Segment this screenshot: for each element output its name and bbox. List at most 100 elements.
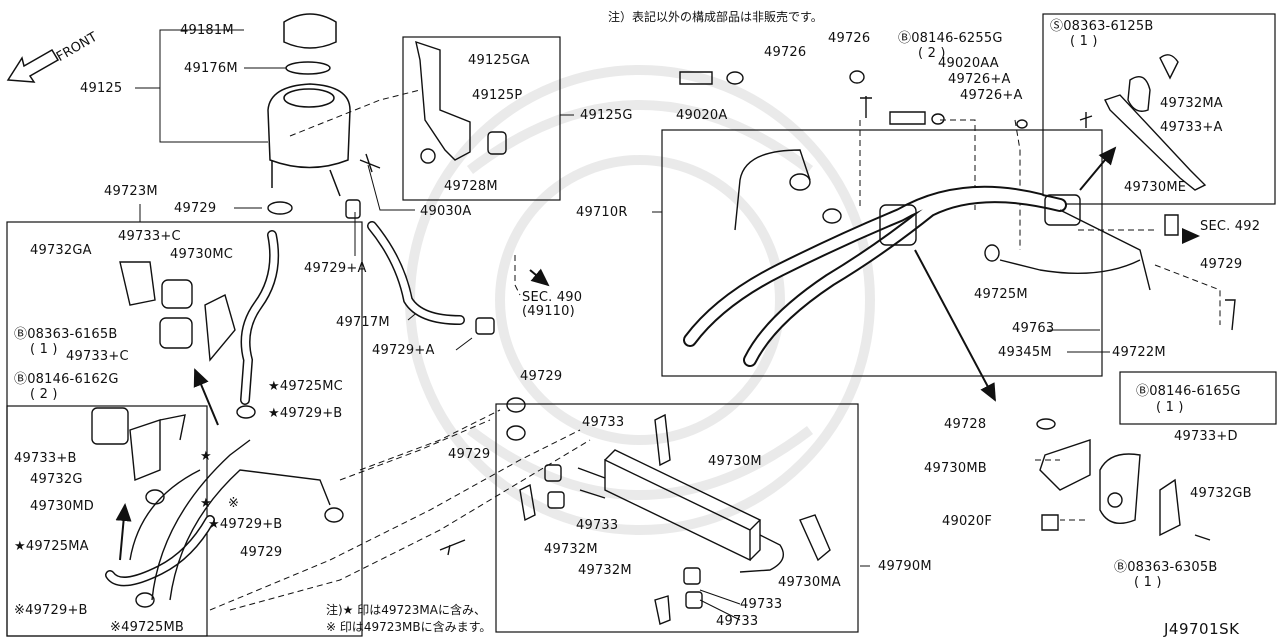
label-49125P: 49125P: [472, 88, 523, 103]
qty-08363-6305B: ( 1 ): [1134, 575, 1162, 590]
label-49345M: 49345M: [998, 345, 1052, 360]
label-49732GB: 49732GB: [1190, 486, 1252, 501]
label-sec-490: SEC. 490: [522, 290, 583, 305]
label-49726-a: 49726: [764, 45, 807, 60]
label-49729-mid2: 49729: [448, 447, 491, 462]
label-49732GA: 49732GA: [30, 243, 92, 258]
label-49730MB: 49730MB: [924, 461, 987, 476]
label-08146-6255G: Ⓑ08146-6255G: [898, 31, 1003, 46]
label-49125G: 49125G: [580, 108, 633, 123]
s-circle-icon: Ⓢ: [1050, 19, 1064, 34]
label-49733A: 49733+A: [1160, 120, 1223, 135]
label-49728: 49728: [944, 417, 987, 432]
b-circle-icon: Ⓑ: [14, 327, 28, 342]
right-side-parts: [1036, 214, 1236, 541]
frame-08146-6165G: [1119, 371, 1277, 425]
label-08363-6305B: Ⓑ08363-6305B: [1114, 560, 1218, 575]
footer-note-1: 注)★ 印は49723MAに含み、: [326, 603, 486, 617]
star-marker-2: ★: [200, 496, 212, 511]
label-49030A: 49030A: [420, 204, 472, 219]
frame-49710R: [661, 129, 1103, 377]
frame-49723M: [6, 221, 363, 637]
b-circle-icon: Ⓑ: [14, 372, 28, 387]
label-49733-1: 49733: [582, 415, 625, 430]
label-49717M: 49717M: [336, 315, 390, 330]
brackets-left-frame: [91, 261, 236, 481]
label-49730ME: 49730ME: [1124, 180, 1187, 195]
label-49726A-2: 49726+A: [960, 88, 1023, 103]
label-08363-6165B: Ⓑ08363-6165B: [14, 327, 118, 342]
label-sec-490-sub: (49110): [522, 304, 575, 319]
label-49733-3: 49733: [740, 597, 783, 612]
label-49730MD: 49730MD: [30, 499, 94, 514]
label-49729B-1: ★49729+B: [268, 406, 343, 421]
label-49176M: 49176M: [184, 61, 238, 76]
label-49733C-bottom: 49733+C: [66, 349, 129, 364]
bolts-top-middle: [679, 70, 1028, 129]
hose-group-left: [105, 221, 465, 587]
label-49181M: 49181M: [180, 23, 234, 38]
label-49730MC: 49730MC: [170, 247, 234, 262]
label-49732M-1: 49732M: [544, 542, 598, 557]
label-08146-6162G: Ⓑ08146-6162G: [14, 372, 119, 387]
front-arrow-icon: [6, 48, 60, 83]
label-49725MC: ★49725MC: [268, 379, 343, 394]
b-circle-icon: Ⓑ: [898, 31, 912, 46]
frame-49125G: [402, 36, 561, 201]
header-note: 注）表記以外の構成部品は非販売です。: [608, 10, 823, 24]
label-49726-b: 49726: [828, 31, 871, 46]
label-49732M-2: 49732M: [578, 563, 632, 578]
frame-top-right: [1042, 13, 1276, 205]
label-49733-2: 49733: [576, 518, 619, 533]
label-49730MA: 49730MA: [778, 575, 841, 590]
label-49763: 49763: [1012, 321, 1055, 336]
label-49733-4: 49733: [716, 614, 759, 629]
label-49729-top: 49729: [174, 201, 217, 216]
label-49733B: 49733+B: [14, 451, 77, 466]
hose-clamps: [135, 173, 1000, 608]
ref-marker: ※: [228, 496, 240, 511]
pipe-group-left: [129, 439, 331, 601]
label-49020A: 49020A: [676, 108, 728, 123]
reservoir-tank-icon: [267, 13, 351, 197]
label-49729A-1: 49729+A: [304, 261, 367, 276]
label-49733D: 49733+D: [1174, 429, 1238, 444]
label-49729-bottom-left: 49729: [240, 545, 283, 560]
label-08363-6125B: Ⓢ08363-6125B: [1050, 19, 1154, 34]
label-49723M: 49723M: [104, 184, 158, 199]
label-49125GA: 49125GA: [468, 53, 530, 68]
pipe-assembly-49710R: [683, 185, 1067, 367]
label-49729-right: 49729: [1200, 257, 1243, 272]
label-49725MB: ※49725MB: [110, 620, 184, 635]
star-marker: ★: [200, 449, 212, 464]
label-08146-6165G: Ⓑ08146-6165G: [1136, 384, 1241, 399]
label-49726A-1: 49726+A: [948, 72, 1011, 87]
label-49722M: 49722M: [1112, 345, 1166, 360]
label-sec-492: SEC. 492: [1200, 219, 1261, 234]
top-right-parts: [1079, 54, 1207, 191]
cooler-49790M-icon: [439, 413, 831, 625]
qty-08146-6162G: ( 2 ): [30, 387, 58, 402]
label-49728M: 49728M: [444, 179, 498, 194]
qty-08146-6255G: ( 2 ): [918, 46, 946, 61]
label-49725MA: ★49725MA: [14, 539, 89, 554]
label-49732MA: 49732MA: [1160, 96, 1223, 111]
label-49729B-2: ★49729+B: [208, 517, 283, 532]
label-49725M: 49725M: [974, 287, 1028, 302]
label-49732G: 49732G: [30, 472, 83, 487]
label-49733C-top: 49733+C: [118, 229, 181, 244]
b-circle-icon: Ⓑ: [1114, 560, 1128, 575]
label-49729B-3: ※49729+B: [14, 603, 88, 618]
qty-08146-6165G: ( 1 ): [1156, 400, 1184, 415]
label-49730M: 49730M: [708, 454, 762, 469]
label-49020AA: 49020AA: [938, 56, 999, 71]
label-49020F: 49020F: [942, 514, 993, 529]
frame-49790M: [495, 403, 859, 633]
footer-note-2: ※ 印は49723MBに含みます。: [326, 620, 492, 634]
label-49790M: 49790M: [878, 559, 932, 574]
label-49729-mid1: 49729: [520, 369, 563, 384]
label-49125: 49125: [80, 81, 123, 96]
bracket-49125GA-icon: [359, 40, 507, 173]
diagram-code: J49701SK: [1164, 620, 1240, 638]
